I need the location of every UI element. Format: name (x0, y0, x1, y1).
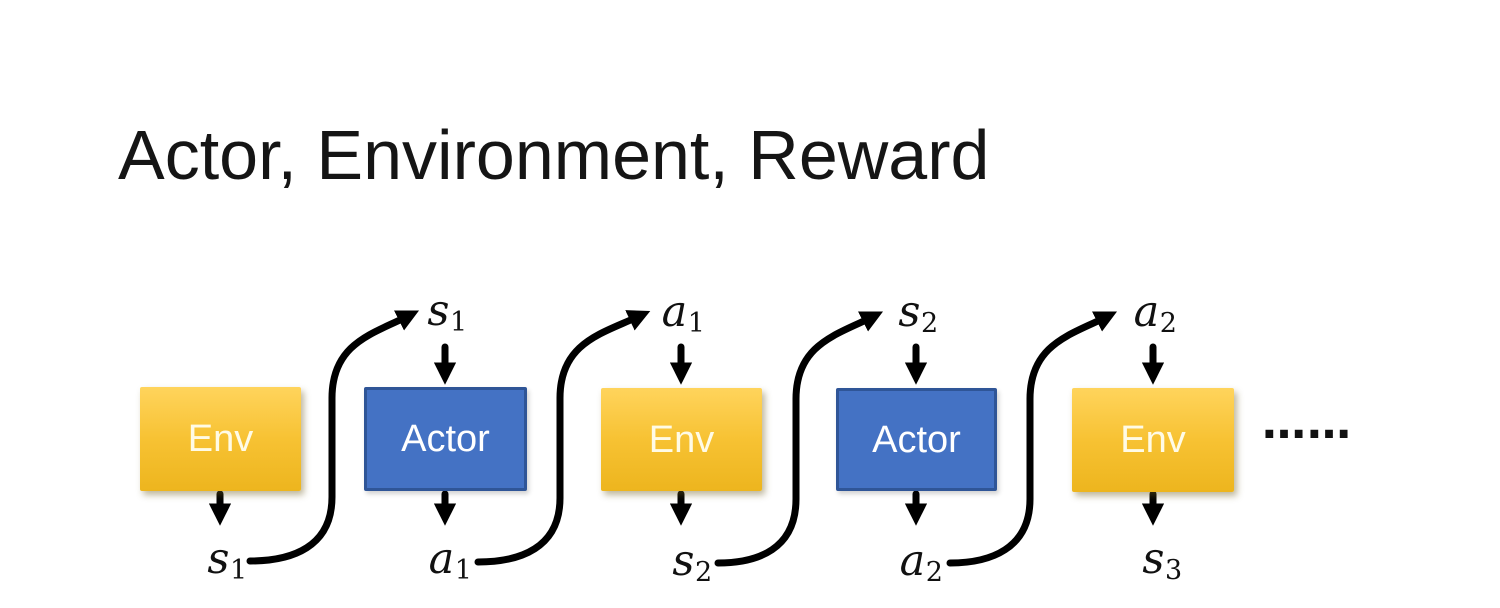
top-label-s2-base: s (898, 287, 921, 337)
bottom-label-a2: a2 (900, 540, 943, 586)
continuation-ellipsis: …… (1262, 398, 1352, 449)
bottom-label-s1-sub: 1 (229, 554, 248, 586)
top-label-a1: a1 (662, 291, 705, 337)
bottom-label-s1-base: s (207, 534, 230, 584)
bottom-label-s1: s1 (207, 538, 247, 584)
env-box-3: Env (1072, 388, 1234, 492)
s-curve-arrow-s1-to-actor1 (246, 310, 420, 565)
top-label-a1-base: a (661, 287, 688, 337)
bottom-label-s2: s2 (672, 540, 712, 586)
bottom-label-s3-sub: 3 (1164, 554, 1183, 586)
slide-title: Actor, Environment, Reward (118, 116, 990, 194)
actor-box-2: Actor (836, 388, 997, 491)
bottom-label-s2-base: s (672, 536, 695, 586)
s-curve-arrow-a2-to-env3 (946, 311, 1118, 567)
bottom-label-a1-base: a (428, 534, 455, 584)
top-label-s1: s1 (427, 290, 467, 336)
top-label-a1-sub: 1 (687, 307, 705, 339)
env-box-2: Env (601, 388, 762, 491)
bottom-label-s3-base: s (1142, 534, 1165, 584)
bottom-label-s2-sub: 2 (694, 556, 713, 588)
top-label-s1-base: s (427, 286, 450, 336)
actor-box-1-label: Actor (401, 418, 490, 460)
top-label-a2-sub: 2 (1159, 307, 1177, 339)
env-box-3-label: Env (1120, 419, 1186, 461)
env-box-1-label: Env (187, 418, 254, 460)
env-box-2-label: Env (648, 418, 715, 461)
bottom-label-s3: s3 (1142, 538, 1182, 584)
bottom-label-a1-sub: 1 (454, 554, 472, 586)
bottom-label-a1: a1 (429, 538, 472, 584)
bottom-label-a2-sub: 2 (925, 556, 943, 588)
s-curve-arrow-s2-to-actor2 (714, 311, 884, 567)
top-label-a2-base: a (1133, 287, 1160, 337)
actor-box-1: Actor (364, 387, 527, 491)
top-label-a2: a2 (1134, 291, 1177, 337)
env-box-1: Env (140, 387, 301, 491)
s-curve-arrow-a1-to-env2 (474, 310, 651, 566)
top-label-s1-sub: 1 (449, 306, 468, 338)
top-label-s2-sub: 2 (920, 307, 939, 339)
top-label-s2: s2 (898, 291, 938, 337)
bottom-label-a2-base: a (899, 536, 926, 586)
actor-box-2-label: Actor (872, 418, 961, 461)
